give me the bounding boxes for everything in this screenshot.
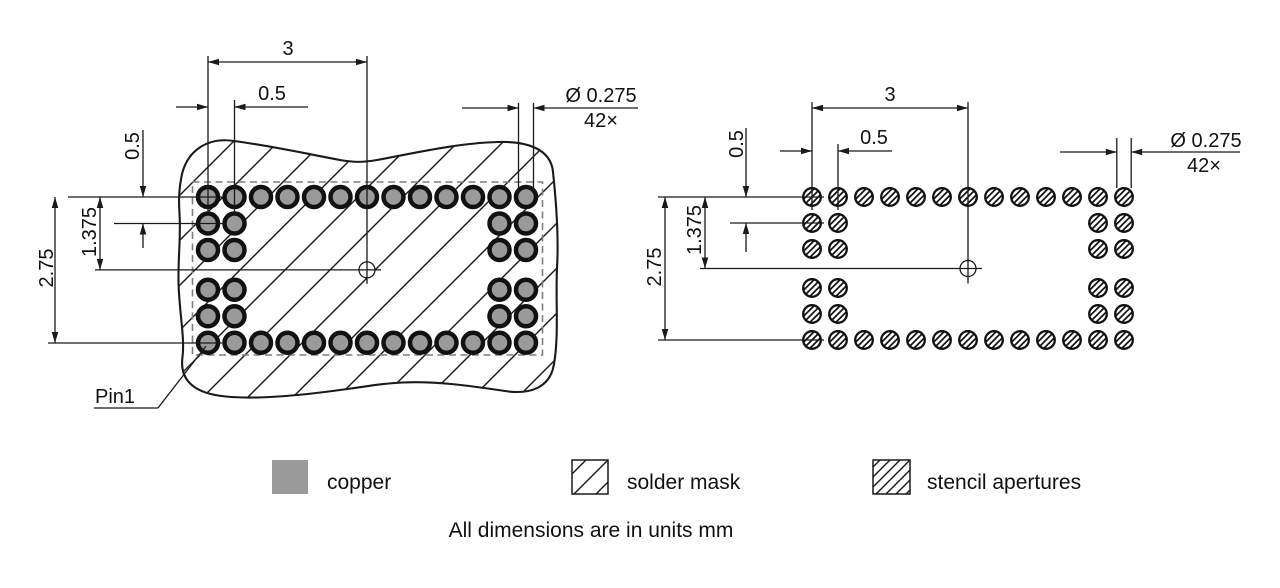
pcb-view-labels: 3 0.5 Ø 0.275 42× 0.5 1.375 2.75 Pin1 bbox=[36, 38, 637, 408]
dimension-lines bbox=[48, 56, 1240, 409]
legend: copper solder mask stencil apertures bbox=[327, 471, 1081, 494]
copper-pads bbox=[195, 184, 539, 355]
dim-pad-diameter: Ø 0.275 bbox=[1170, 130, 1241, 152]
dim-row-pitch: 0.5 bbox=[726, 130, 748, 158]
dim-pad-count: 42× bbox=[584, 110, 618, 132]
legend-swatch-stencil-apertures bbox=[872, 459, 911, 495]
dim-pad-diameter: Ø 0.275 bbox=[565, 85, 636, 107]
dim-row-pitch: 0.5 bbox=[122, 132, 144, 160]
legend-swatch-solder-mask bbox=[571, 459, 609, 495]
legend-label-copper: copper bbox=[327, 471, 391, 494]
dim-pad-count: 42× bbox=[1187, 155, 1221, 177]
stencil-view-labels: 3 0.5 Ø 0.275 42× 0.5 1.375 2.75 bbox=[644, 84, 1242, 286]
footer-note: All dimensions are in units mm bbox=[449, 519, 734, 542]
dim-pad-pitch: 0.5 bbox=[258, 83, 286, 105]
dim-pad-pitch: 0.5 bbox=[860, 127, 888, 149]
dim-row-span: 2.75 bbox=[36, 249, 58, 288]
dimension-arrows bbox=[51, 58, 1143, 343]
dim-row-span: 2.75 bbox=[644, 248, 666, 287]
dim-center-span: 3 bbox=[884, 84, 895, 106]
dim-center-row-offset: 1.375 bbox=[79, 207, 101, 257]
legend-label-stencil-apertures: stencil apertures bbox=[927, 471, 1081, 494]
legend-swatch-copper bbox=[272, 460, 308, 494]
pin1-label: Pin1 bbox=[95, 386, 135, 408]
legend-label-solder-mask: solder mask bbox=[627, 471, 741, 494]
legend-swatches bbox=[272, 459, 911, 495]
dim-center-row-offset: 1.375 bbox=[684, 205, 706, 255]
dim-center-span: 3 bbox=[282, 38, 293, 60]
